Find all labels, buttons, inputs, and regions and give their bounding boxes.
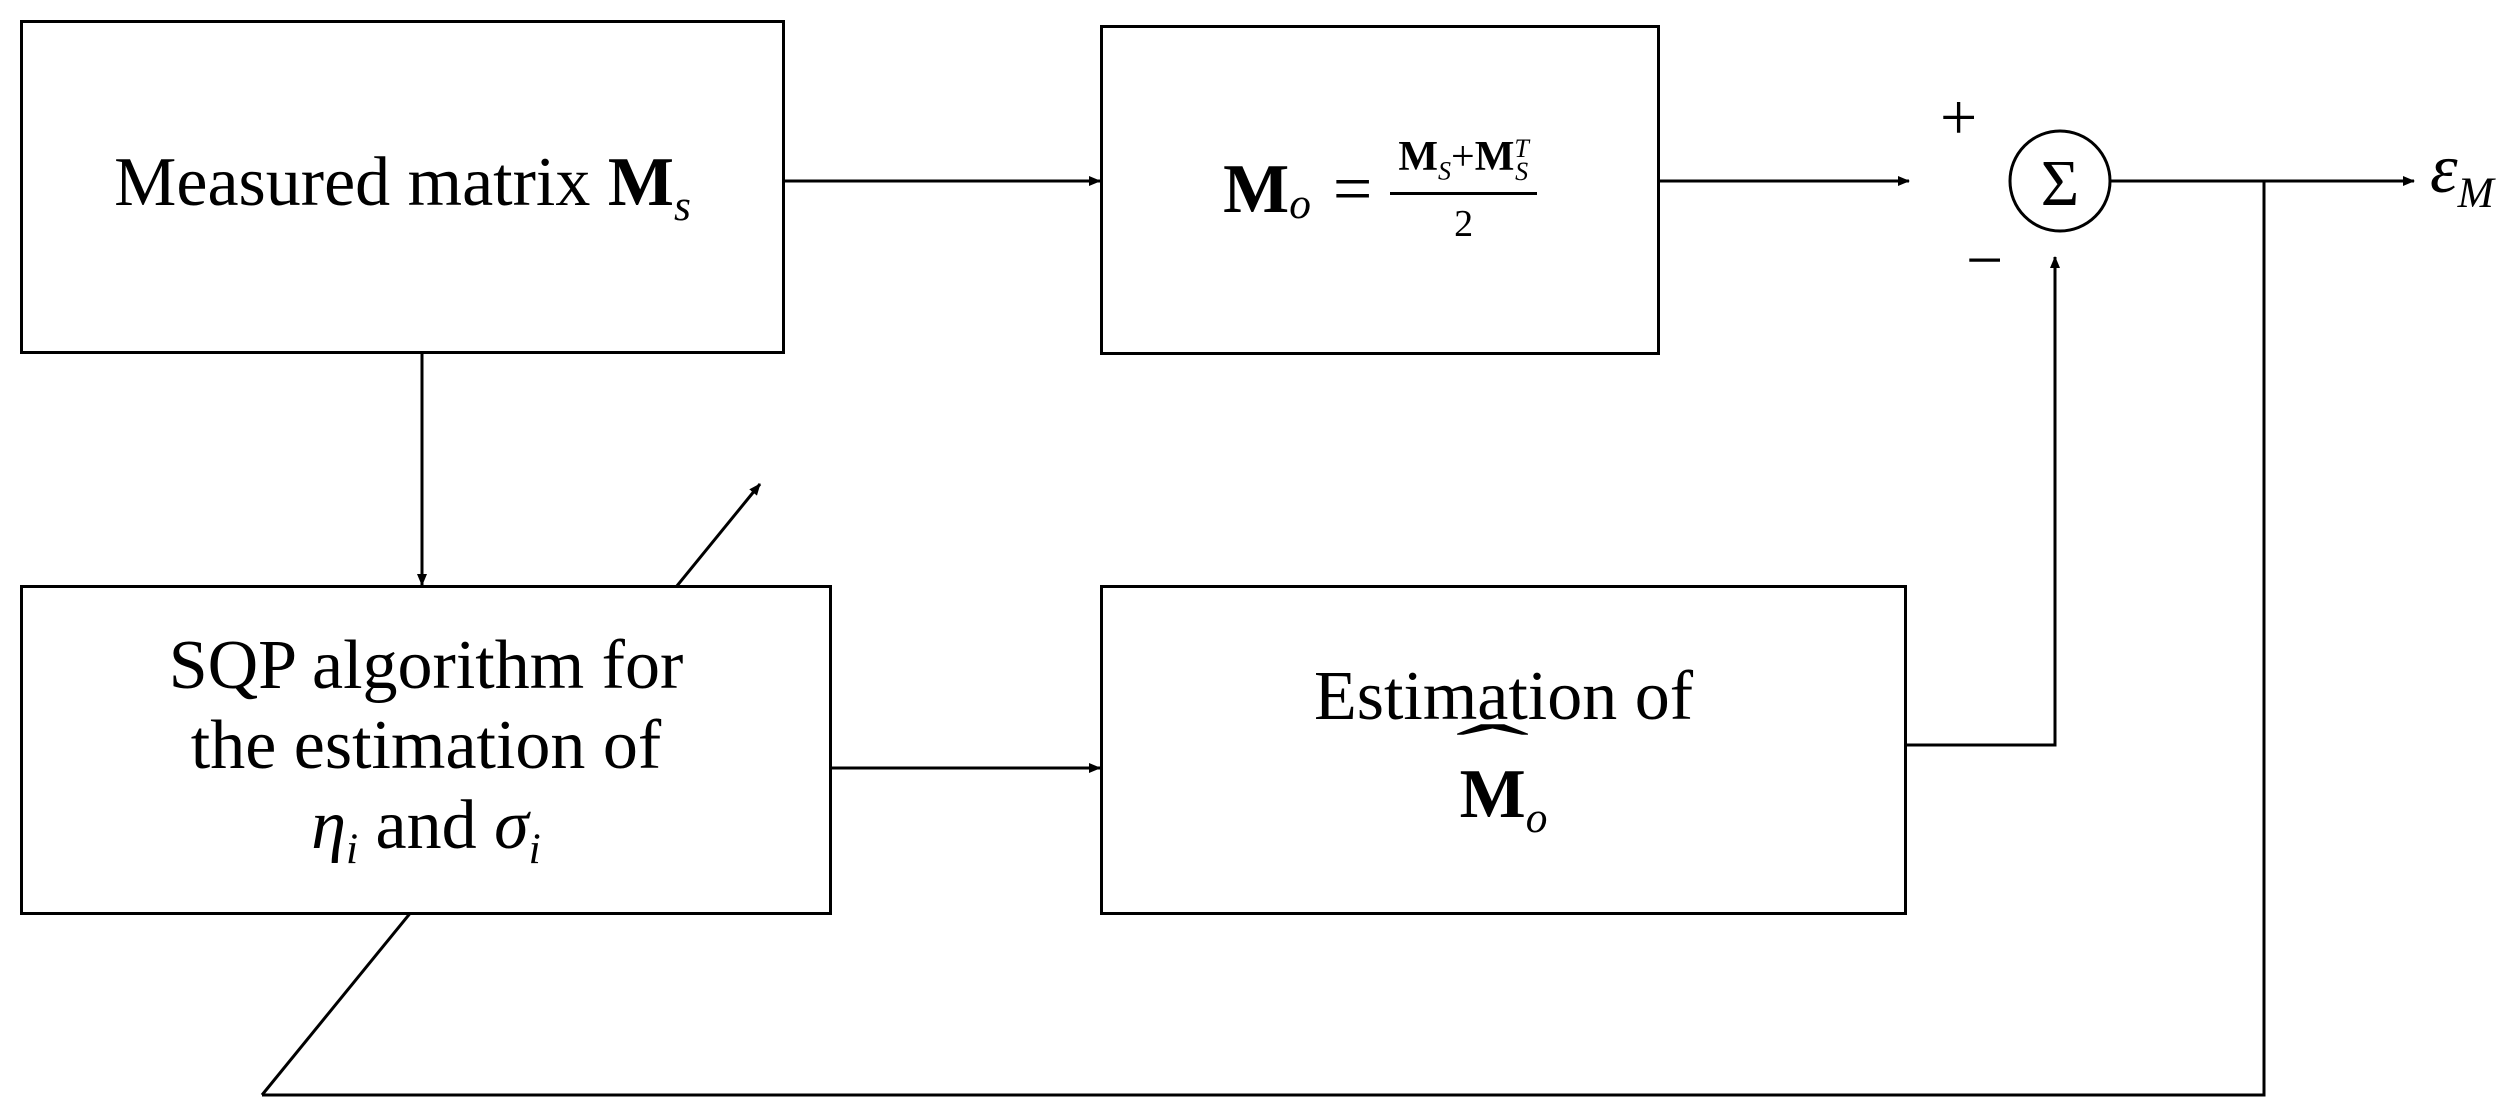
sqp-algorithm-block: SQP algorithm for the estimation of ηi a…: [20, 585, 832, 915]
output-error-label: εM: [2430, 131, 2494, 217]
measured-matrix-block: Measured matrix Ms: [20, 20, 785, 354]
arrow-estimation-to-sum: [1907, 256, 2060, 747]
sum-plus-sign: +: [1940, 81, 1978, 154]
estimation-block: Estimation of Mo: [1100, 585, 1907, 915]
m-hat-symbol: M: [1460, 755, 1526, 835]
sqp-algorithm-label: SQP algorithm for the estimation of ηi a…: [168, 626, 684, 873]
summing-junction: [2008, 129, 2112, 233]
sum-minus-sign: −: [1966, 224, 2004, 297]
measured-matrix-label: Measured matrix Ms: [114, 143, 691, 230]
estimation-label: Estimation of Mo: [1314, 657, 1693, 843]
sum-symbol: Σ: [2041, 147, 2079, 220]
feedback-line: [262, 181, 2266, 1097]
